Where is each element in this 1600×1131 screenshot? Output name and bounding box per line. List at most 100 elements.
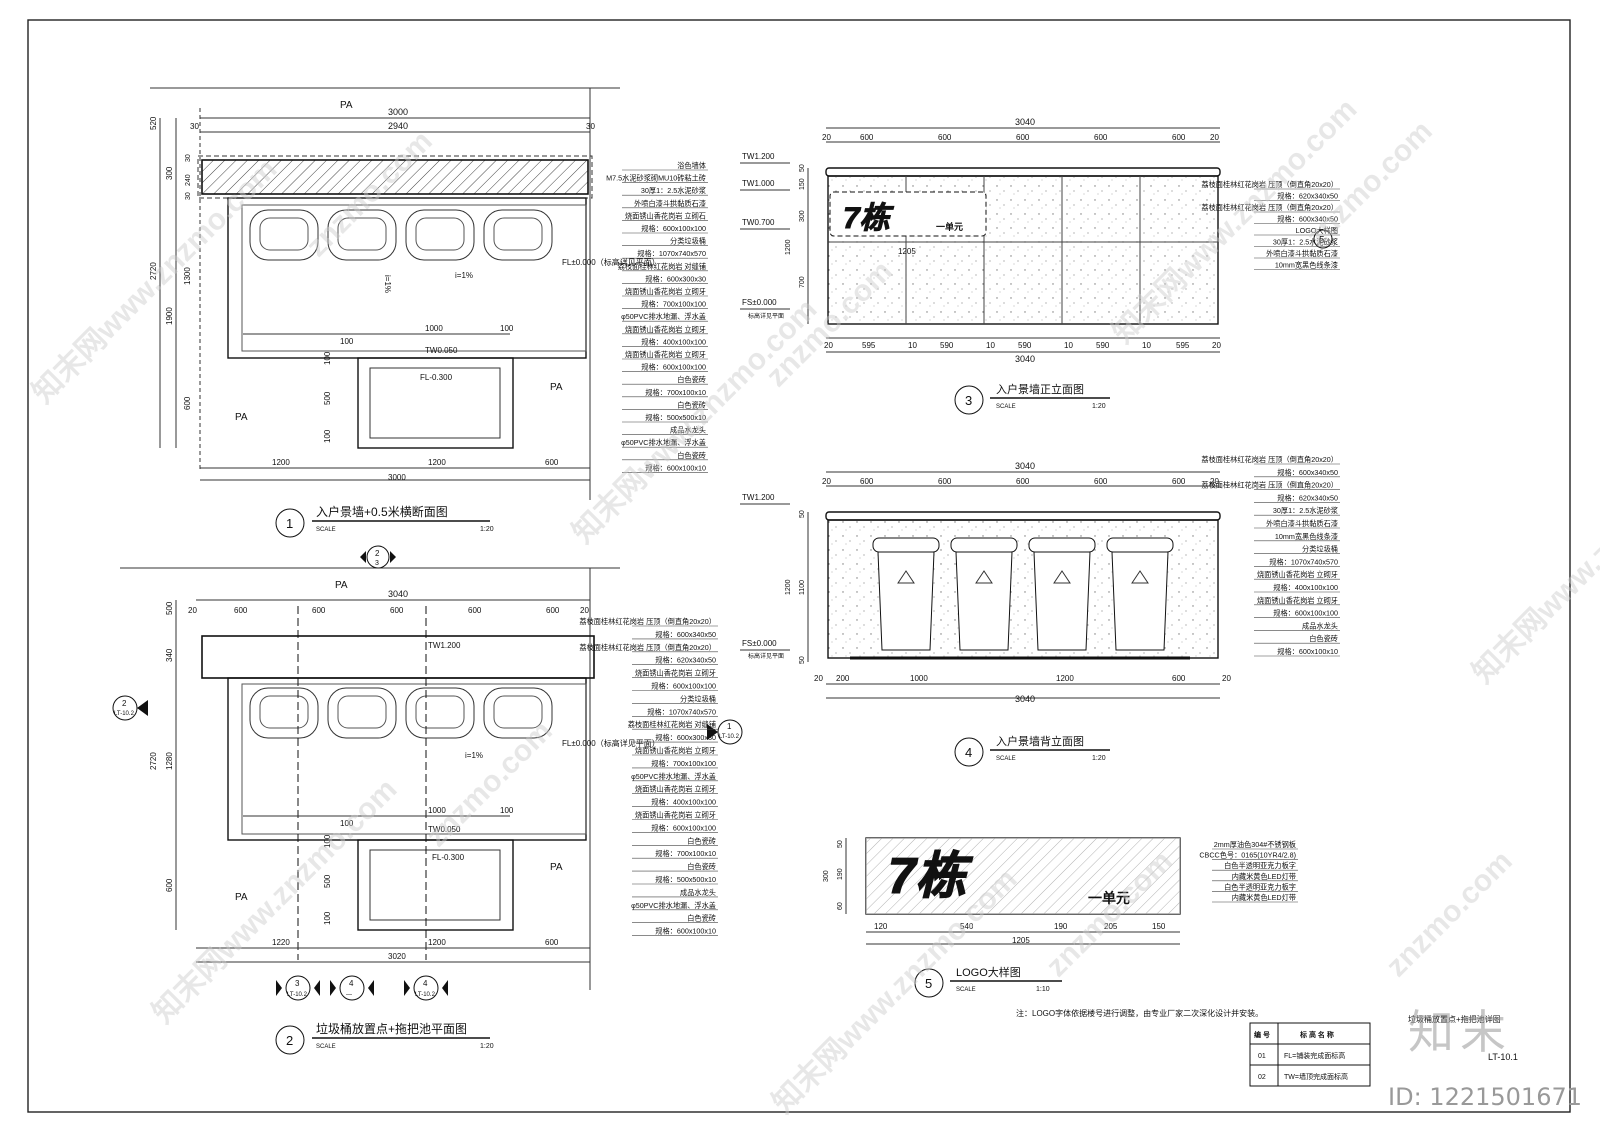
recycle-icon [897,570,915,584]
callout-label: 荔枝面桂林红花岗岩 对缝铺 [618,262,706,271]
v2-dim-600c: 600 [390,606,404,615]
v4-dim-b20b: 20 [1222,674,1231,683]
recycle-icon [975,570,993,584]
callout-label: 10mm宽黑色线条漆 [1275,532,1338,541]
v3-dim-600b: 600 [938,133,952,142]
v4-dim-600e: 600 [1172,477,1186,486]
v1-elev-fl0: FL±0.000（标高详见平面） [562,257,660,267]
callout-label: 烧面锈山香花岗岩 立砌石 [625,211,706,220]
v1-dim-30r: 30 [185,192,192,200]
v2-mark-left-s: LT-10.2 [114,711,135,717]
callout-label: 分类垃圾桶 [680,694,716,703]
v1-dim-inner: 2940 [388,121,408,131]
v2-scale-label: SCALE [316,1044,336,1050]
v1-scale-label: SCALE [316,527,336,533]
callout-label: 规格：620x340x50 [1277,192,1338,201]
v5-dim-190: 190 [837,868,844,880]
v2-slope: i=1% [465,751,483,760]
v3-dim-600c: 600 [1016,133,1030,142]
v3-dim-bottom-7: 590 [1096,341,1110,350]
v2-elev-fl3: FL-0.300 [432,853,465,862]
callout-label: 烧面锈山香花岗岩 立砌牙 [635,811,716,820]
v2-mark-top-s: 3 [375,560,379,567]
v2-mark-b4a-n: 4 [349,979,354,988]
v4-scale: 1:20 [1092,755,1106,762]
v4-dim-b1000: 1000 [910,674,928,683]
callout-label: 白色瓷砖 [677,375,706,384]
general-note: 注：LOGO字体依据楼号进行调整，由专业厂家二次深化设计并安装。 [1016,1008,1263,1018]
callout-label: CBCC色号：0165(10YR4/2.8) [1199,851,1296,860]
v5-callouts: 2mm厚油色304#不锈钢板 CBCC色号：0165(10YR4/2.8)白色半透… [1199,840,1298,903]
callout-label: 荔枝面桂林红花岗岩 压顶（倒直角20x20） [1201,455,1338,464]
v5-scale: 1:10 [1036,986,1050,993]
view-5-logo-detail: 7栋 一单元 50 190 300 60 120 540 190 205 150… [823,837,1298,998]
callout-label: 成品水龙头 [670,426,706,435]
v1-dim-100d: 100 [323,429,332,443]
v2-dim-20a: 20 [188,606,197,615]
callout-label: 外喷白漆斗拱黏质石漆 [634,199,706,208]
v4-dim-20b: 20 [1210,477,1219,486]
legend-col-no: 编 号 [1254,1030,1270,1039]
v2-dim-600e: 600 [546,606,560,615]
v2-dim-b1200: 1200 [428,938,446,947]
v1-dim-30l: 30 [185,154,192,162]
waste-bin-2 [950,537,1018,651]
v3-logo-main: 7栋 [843,202,895,235]
v4-elev-note: 标高详见平面 [748,652,784,660]
v1-dim-600: 600 [183,396,192,410]
v1-slope-2: i=1% [383,275,392,293]
v3-dim-bottom-8: 10 [1142,341,1151,350]
v3-scale: 1:20 [1092,403,1106,410]
v3-elev-fs0: FS±0.000 [742,298,777,307]
v2-dim-1280: 1280 [165,752,174,770]
callout-label: 内藏米黄色LED灯带 [1232,872,1296,881]
v1-elev-tw: TW0.050 [425,346,458,355]
view-3-front-elevation: 3040 20 600 600 600 600 600 20 7栋 一单元 12… [740,117,1340,415]
view-1-section: PA 3000 2940 30 30 FL±0.000（标高详见平面） i=1%… [149,87,708,538]
v5-dim-50: 50 [837,840,844,848]
v4-scale-label: SCALE [996,756,1016,762]
v2-mop-sink [357,839,514,931]
v3-dim-bottom-3: 590 [940,341,954,350]
v2-scale: 1:20 [480,1043,494,1050]
v2-dim-600b: 600 [312,606,326,615]
callout-label: 荔枝面桂林红花岗岩 压顶（倒直角20x20） [1201,481,1338,490]
v3-dim-20a: 20 [822,133,831,142]
v5-dim-120: 120 [874,922,888,931]
callout-label: 内藏米黄色LED灯带 [1232,893,1296,902]
v4-dim-600c: 600 [1016,477,1030,486]
v4-dim-20a: 20 [822,477,831,486]
view-2-plan: PA 3040 20 600 600 600 600 600 20 TW1.20… [112,545,743,1055]
v1-dim-1300: 1300 [183,267,192,285]
v4-dim-b600: 600 [1172,674,1186,683]
callout-label: 白色半透明亚克力板字 [1224,861,1296,870]
image-id-tag: ID: 1221501671 [1388,1083,1582,1111]
v3-view-title: 入户景墙正立面图 [996,382,1084,396]
v1-dim-1900: 1900 [165,307,174,325]
callout-label: 规格：600x300x30 [655,733,716,742]
callout-label: 烧面锈山香花岗岩 立砌牙 [1257,596,1338,605]
v3-detail-ref: 5 [1319,235,1325,246]
brand-logo-mark: 知末 [1408,1005,1512,1059]
callout-label: 2mm厚油色304#不锈钢板 [1214,840,1296,849]
v2-section-mark-b3: 3 LT-10.2 [276,975,320,1001]
v1-dim-b3000: 3000 [388,473,406,482]
v5-view-number: 5 [925,976,932,991]
v2-dim-100b: 100 [323,911,332,925]
v3-view-number: 3 [965,393,972,408]
v2-elev-tw12: TW1.200 [428,641,461,650]
callout-label: 规格：400x100x100 [641,337,706,346]
v3-dim-logo: 1205 [898,247,916,256]
v1-dim-b1200a: 1200 [272,458,290,467]
callout-label: 荔枝面桂林红花岗岩 对缝铺 [628,720,716,729]
v4-callouts: 荔枝面桂林红花岗岩 压顶（倒直角20x20）规格：600x340x50荔枝面桂林… [1201,455,1340,657]
callout-label: 规格：620x340x50 [1277,493,1338,502]
v1-view-number-circle [275,508,305,538]
v3-callouts: 荔枝面桂林红花岗岩 压顶（倒直角20x20）规格：620x340x50荔枝面桂林… [1201,180,1340,270]
v3-dim-700: 700 [799,276,806,288]
v3-dim-50: 50 [799,164,806,172]
v2-dim-100c: 100 [340,819,354,828]
legend-row2-text: TW=墙顶完成面标高 [1284,1072,1348,1081]
callout-label: 烧面锈山香花岗岩 立砌牙 [635,746,716,755]
callout-label: φ50PVC排水地漏、浮水盖 [631,772,716,781]
